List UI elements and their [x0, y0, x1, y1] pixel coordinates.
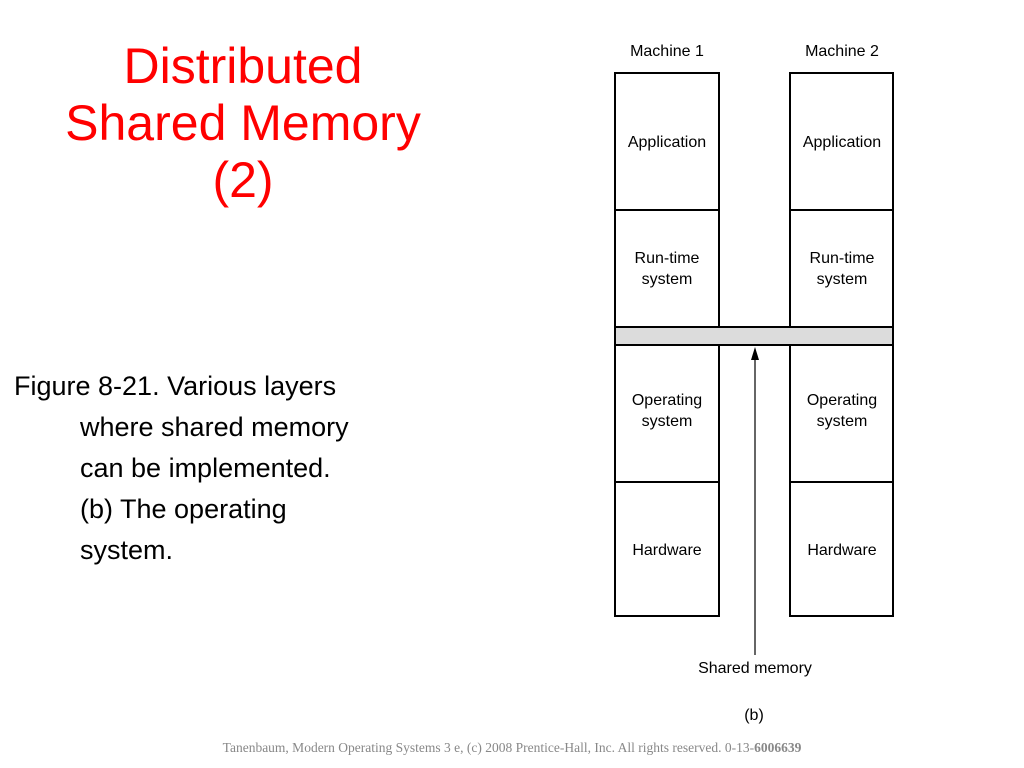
machine-1-label: Machine 1 — [630, 43, 704, 60]
machine-2-os-box — [789, 344, 894, 483]
copyright-footer: Tanenbaum, Modern Operating Systems 3 e,… — [0, 740, 1024, 756]
caption-line-3: can be implemented. — [80, 453, 331, 483]
machine-1-runtime-label-1: Run-time — [635, 250, 700, 267]
machine-2-os-label-1: Operating — [807, 392, 877, 409]
shared-memory-band — [614, 326, 894, 346]
machine-2-runtime-box — [789, 209, 894, 328]
machine-1-os-label-2: system — [642, 413, 693, 430]
machine-1-hardware-box — [614, 481, 720, 617]
machine-2-runtime-label-1: Run-time — [810, 250, 875, 267]
machine-1-application-label: Application — [628, 134, 706, 151]
machine-2-hardware-box — [789, 481, 894, 617]
machine-2-runtime-label-2: system — [817, 271, 868, 288]
title-line-2: Shared Memory — [65, 95, 421, 151]
figure-caption: Figure 8-21. Various layers where shared… — [14, 366, 444, 571]
title-line-1: Distributed — [123, 38, 363, 94]
slide-title: Distributed Shared Memory (2) — [0, 38, 486, 209]
machine-1-application-box — [614, 72, 720, 211]
shared-memory-arrowhead-icon — [751, 347, 759, 360]
caption-line-2: where shared memory — [80, 412, 349, 442]
subfigure-label: (b) — [744, 707, 764, 724]
machine-1-hardware-label: Hardware — [632, 542, 701, 559]
machine-2-application-label: Application — [803, 134, 881, 151]
title-line-3: (2) — [212, 152, 274, 208]
caption-line-4: (b) The operating — [80, 494, 287, 524]
machine-2-label: Machine 2 — [805, 43, 879, 60]
machine-2-hardware-label: Hardware — [807, 542, 876, 559]
machine-1-os-label-1: Operating — [632, 392, 702, 409]
machine-1-stack — [614, 72, 720, 617]
caption-line-5: system. — [80, 535, 174, 565]
machine-2-stack — [789, 72, 894, 617]
caption-line-1: Figure 8-21. Various layers — [14, 371, 337, 401]
machine-1-runtime-label-2: system — [642, 271, 693, 288]
machine-2-application-box — [789, 72, 894, 211]
shared-memory-label: Shared memory — [698, 660, 812, 677]
machine-1-runtime-box — [614, 209, 720, 328]
machine-2-os-label-2: system — [817, 413, 868, 430]
footer-isbn-suffix: 6006639 — [754, 740, 802, 755]
footer-text: Tanenbaum, Modern Operating Systems 3 e,… — [222, 740, 755, 755]
